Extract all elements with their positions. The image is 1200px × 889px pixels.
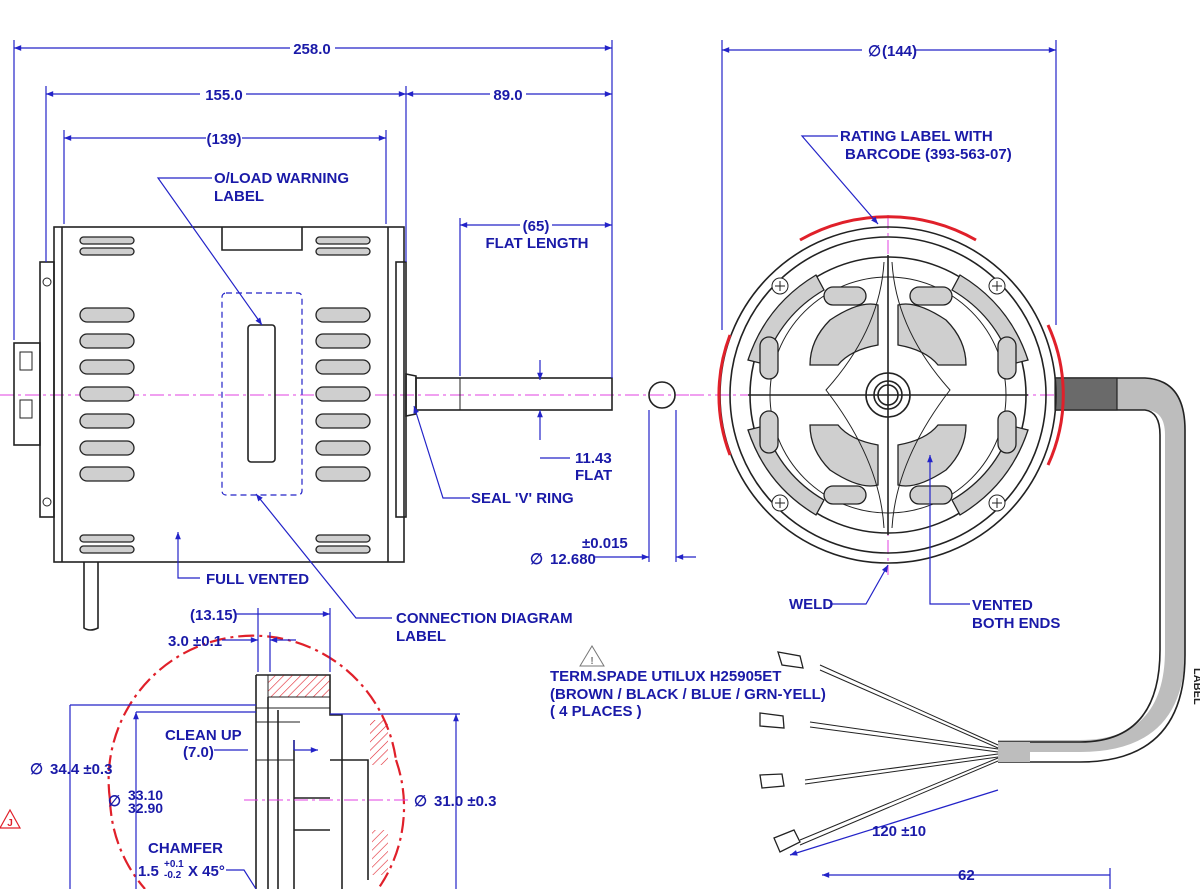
side-leaders <box>156 177 470 619</box>
warning-mark: J <box>7 818 13 829</box>
motor-end-view <box>690 215 1186 763</box>
shaft-dia-symbol: ∅ <box>530 551 543 568</box>
connection-label-1: CONNECTION DIAGRAM <box>396 610 573 627</box>
edge-label: LABEL <box>1191 668 1200 705</box>
vent-slots-right <box>315 236 371 554</box>
dia-31-symbol: ∅ <box>414 793 427 810</box>
weld-label: WELD <box>789 596 833 613</box>
dim-31: 31.0 ±0.3 <box>434 793 496 810</box>
shaft <box>415 377 613 411</box>
end-dimensions <box>721 40 1111 889</box>
oload-label-slot <box>247 324 276 463</box>
flat-length-label: FLAT LENGTH <box>485 235 588 252</box>
chamfer-plus: +0.1 <box>164 859 184 870</box>
oload-label-1: O/LOAD WARNING <box>214 170 349 187</box>
dim-11-43: 11.43 <box>575 450 612 467</box>
clean-up-value: (7.0) <box>183 744 214 761</box>
term-label-1: TERM.SPADE UTILUX H25905ET <box>550 668 781 685</box>
dia-33-symbol: ∅ <box>108 793 121 810</box>
dim-258: 258.0 <box>293 41 331 58</box>
vented-label-1: VENTED <box>972 597 1033 614</box>
note-mark: ! <box>590 656 593 667</box>
rating-label-1: RATING LABEL WITH <box>840 128 993 145</box>
wire-leads <box>759 651 999 853</box>
side-dimensions <box>13 40 696 562</box>
dim-33-upper: 33.10 <box>128 787 163 803</box>
term-label-3: ( 4 PLACES ) <box>550 703 642 720</box>
detail-view <box>69 608 460 889</box>
dim-65: (65) <box>523 218 550 235</box>
chamfer-label: CHAMFER <box>148 840 223 857</box>
chamfer-minus: -0.2 <box>164 870 182 881</box>
dim-34: 34.4 ±0.3 <box>50 761 112 778</box>
vent-slots-left <box>79 236 135 554</box>
shaft-diameter: 12.680 <box>550 551 596 568</box>
chamfer-base: 1.5 <box>138 863 159 880</box>
rating-label-2: BARCODE (393-563-07) <box>845 146 1012 163</box>
clean-up-label: CLEAN UP <box>165 727 242 744</box>
dim-155: 155.0 <box>205 87 243 104</box>
oload-label-2: LABEL <box>214 188 264 205</box>
dim-13-15: (13.15) <box>190 607 238 624</box>
shaft-section <box>648 381 676 409</box>
full-vented-label: FULL VENTED <box>206 571 309 588</box>
dim-3: 3.0 ±0.1 <box>168 633 222 650</box>
end-dia-symbol: ∅ <box>868 43 881 60</box>
dim-144: (144) <box>882 43 917 60</box>
dim-139: (139) <box>206 131 241 148</box>
shaft-tolerance: ±0.015 <box>582 535 628 552</box>
dim-62: 62 <box>958 867 975 884</box>
vented-label-2: BOTH ENDS <box>972 615 1060 632</box>
dim-89: 89.0 <box>493 87 522 104</box>
connection-label-2: LABEL <box>396 628 446 645</box>
dim-120: 120 ±10 <box>872 823 926 840</box>
dim-33-lower: 32.90 <box>128 800 163 816</box>
motor-side-view <box>0 226 690 631</box>
dia-34-symbol: ∅ <box>30 761 43 778</box>
term-label-2: (BROWN / BLACK / BLUE / GRN-YELL) <box>550 686 826 703</box>
seal-label: SEAL 'V' RING <box>471 490 574 507</box>
flat-label: FLAT <box>575 467 612 484</box>
chamfer-angle: X 45° <box>188 863 225 880</box>
